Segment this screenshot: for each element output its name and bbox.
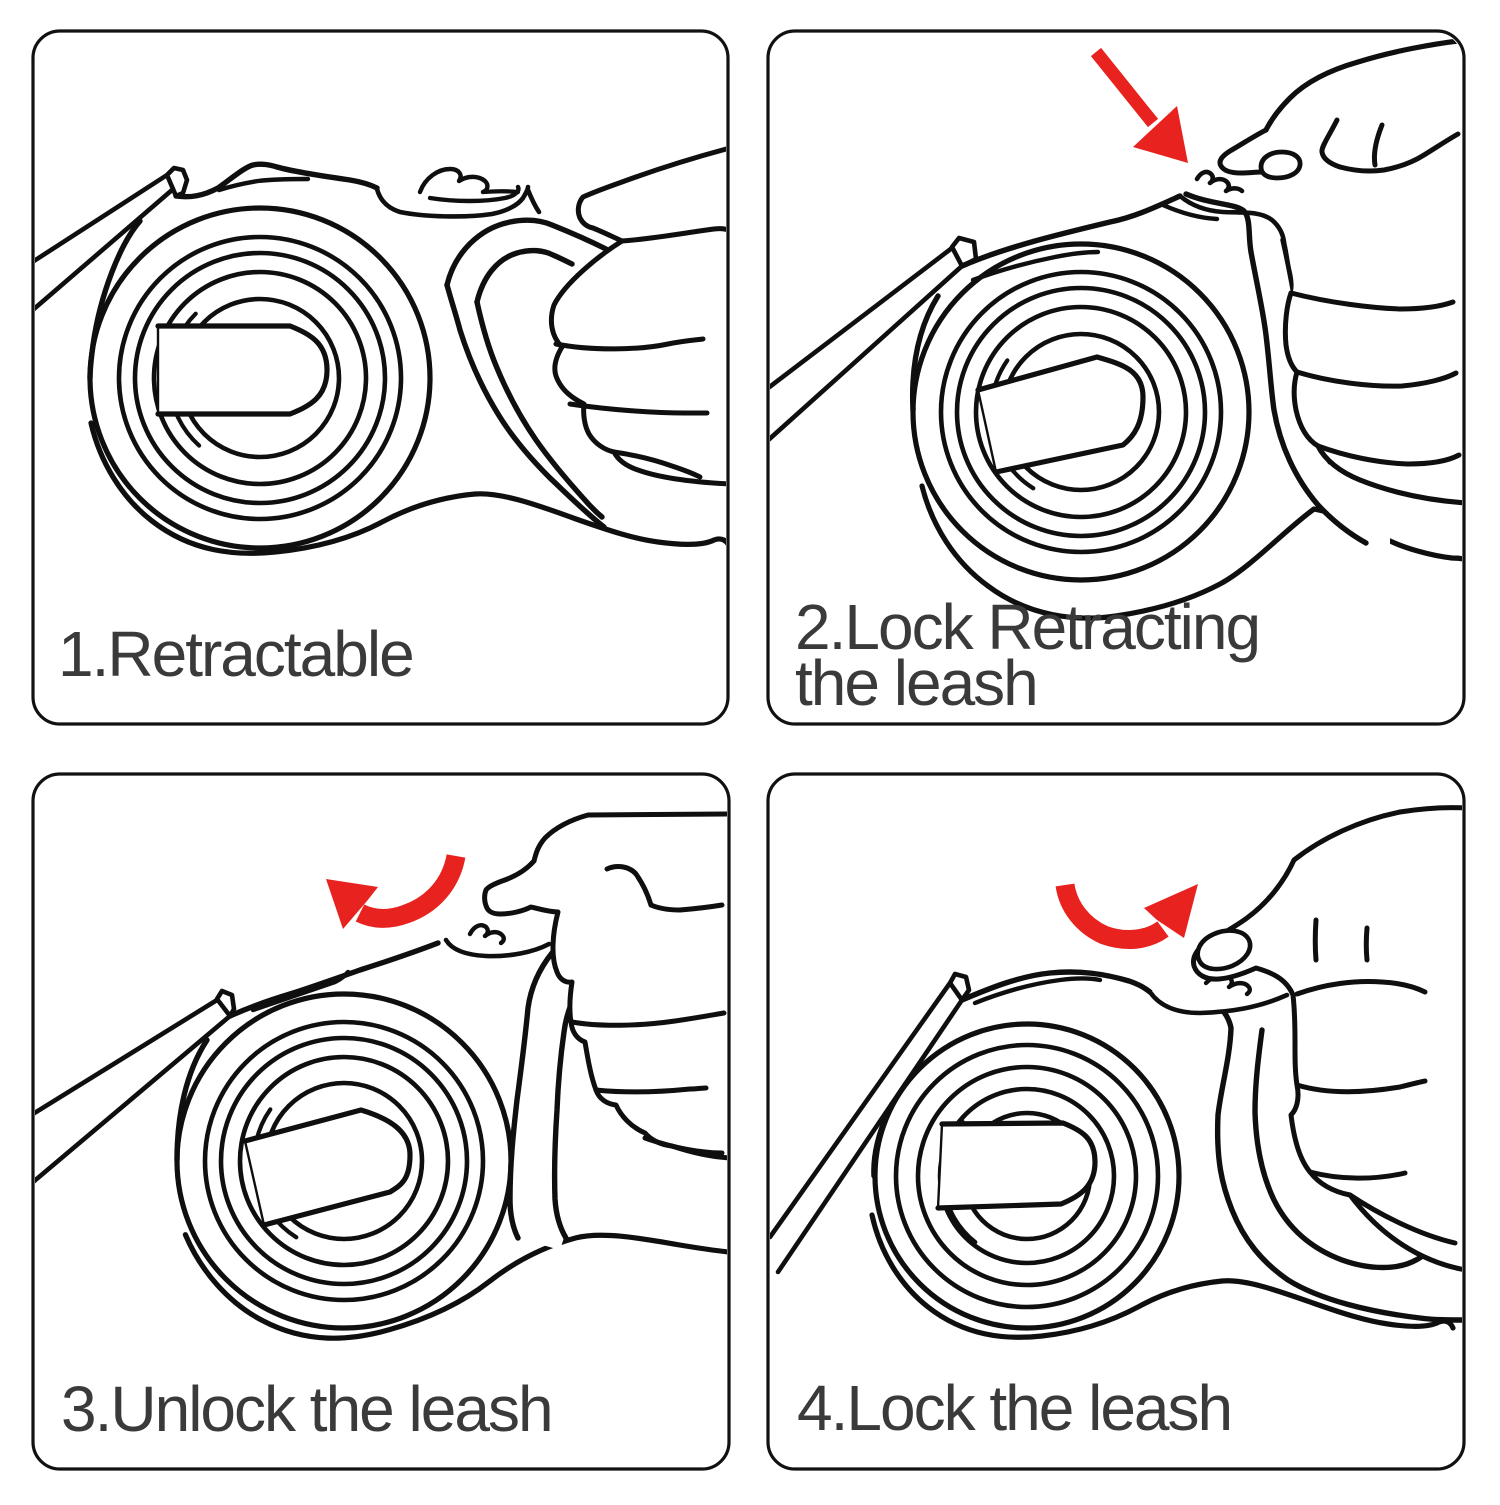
svg-text:3.Unlock the leash: 3.Unlock the leash (61, 1373, 552, 1445)
svg-text:4.Lock the leash: 4.Lock the leash (797, 1372, 1231, 1444)
svg-text:2.Lock Retracting: 2.Lock Retracting (795, 591, 1259, 663)
svg-text:1.Retractable: 1.Retractable (58, 618, 413, 690)
svg-text:the leash: the leash (795, 647, 1037, 719)
